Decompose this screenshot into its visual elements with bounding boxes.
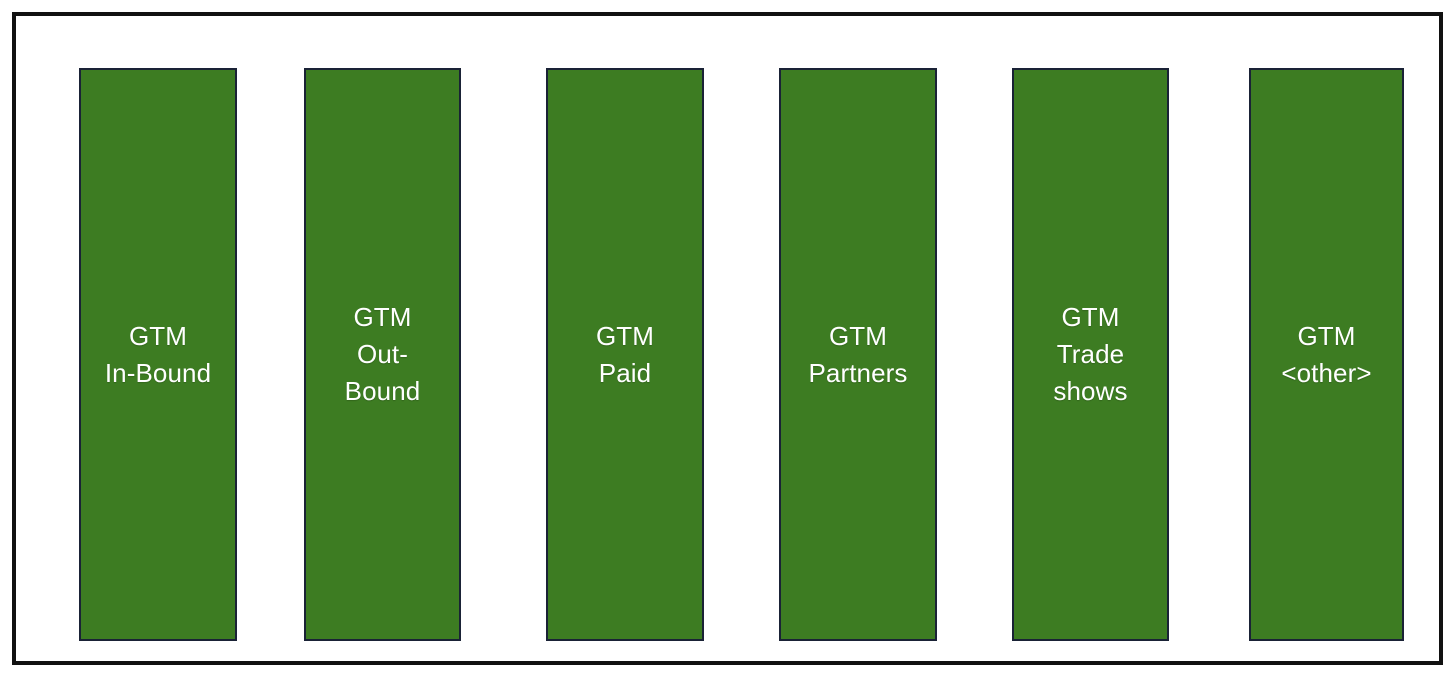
gtm-box-trade-shows-label: GTM Trade shows [1053,302,1128,406]
gtm-box-trade-shows[interactable]: GTM Trade shows [1012,68,1169,641]
diagram-frame: GTM In-Bound GTM Out- Bound GTM Paid GTM… [12,12,1443,665]
gtm-box-in-bound-label: GTM In-Bound [104,320,212,388]
gtm-box-partners[interactable]: GTM Partners [779,68,937,641]
gtm-box-out-bound[interactable]: GTM Out- Bound [304,68,461,641]
gtm-box-other[interactable]: GTM <other> [1249,68,1404,641]
gtm-box-in-bound[interactable]: GTM In-Bound [79,68,237,641]
gtm-box-paid-label: GTM Paid [595,320,655,388]
gtm-box-other-label: GTM <other> [1281,320,1372,388]
gtm-box-paid[interactable]: GTM Paid [546,68,704,641]
gtm-box-partners-label: GTM Partners [808,320,908,388]
gtm-box-out-bound-label: GTM Out- Bound [344,302,421,406]
